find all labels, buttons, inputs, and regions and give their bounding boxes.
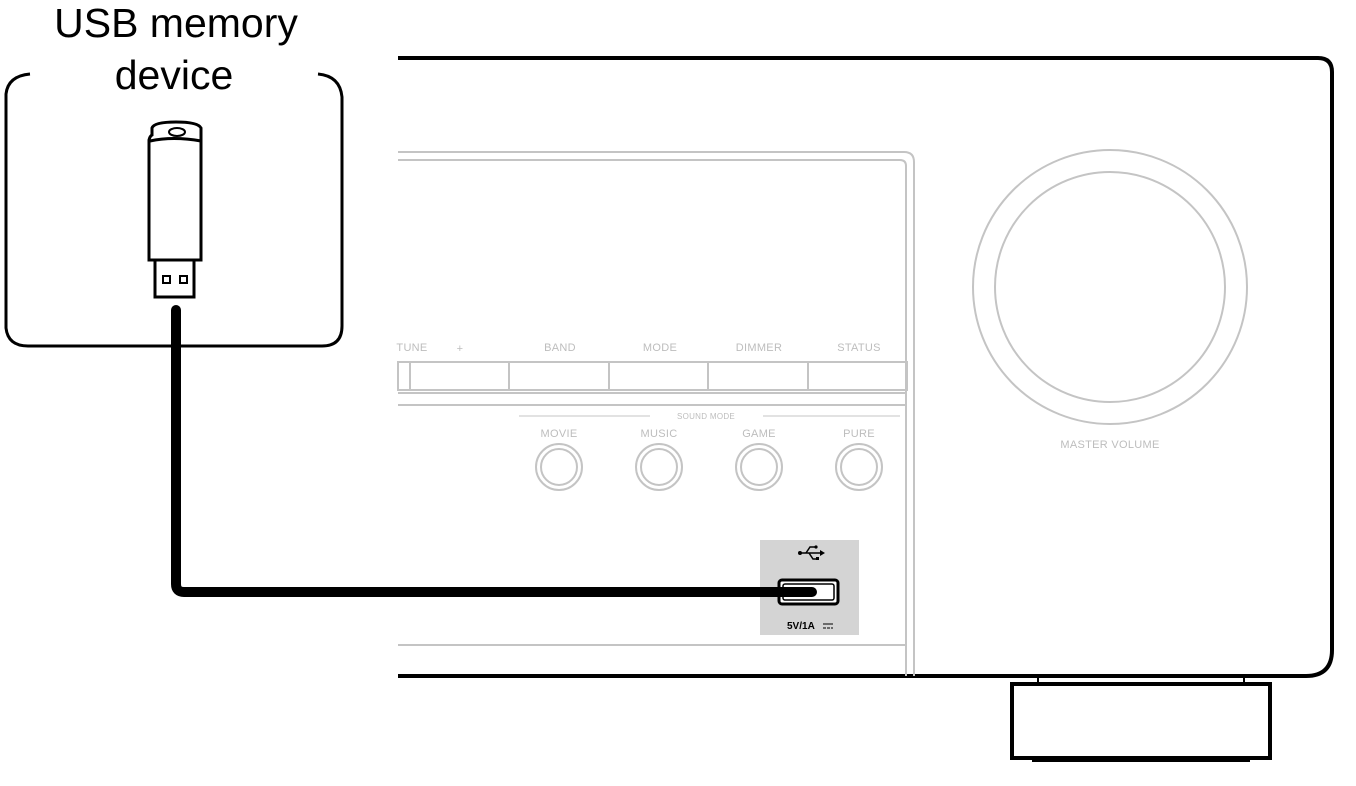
receiver-foot bbox=[1010, 676, 1272, 762]
game-button-label: GAME bbox=[742, 428, 776, 440]
game-button bbox=[735, 443, 783, 491]
music-button-label: MUSIC bbox=[641, 428, 678, 440]
dimmer-button-label: DIMMER bbox=[736, 342, 782, 354]
movie-button-label: MOVIE bbox=[541, 428, 578, 440]
usb-device-label-line1: USB memory bbox=[54, 0, 298, 46]
dimmer-button bbox=[707, 361, 809, 391]
usb-flash-drive-icon bbox=[147, 120, 203, 299]
movie-button bbox=[535, 443, 583, 491]
status-button-label: STATUS bbox=[837, 342, 881, 354]
tune-button-label: TUNE bbox=[396, 342, 427, 354]
status-button bbox=[807, 361, 908, 391]
sound-mode-label: SOUND MODE bbox=[677, 412, 735, 421]
top-button-row: TUNE + BAND MODE DIMMER STATUS bbox=[396, 342, 908, 391]
usb-device-label-line2: device bbox=[115, 52, 234, 98]
master-volume-label: MASTER VOLUME bbox=[1060, 439, 1159, 451]
tune-plus-label: + bbox=[457, 343, 464, 355]
pure-button bbox=[835, 443, 883, 491]
display-panel bbox=[398, 151, 915, 676]
usb-icon bbox=[798, 545, 825, 560]
av-receiver-front: TUNE + BAND MODE DIMMER STATUS SOUND MOD… bbox=[396, 56, 1334, 762]
tune-plus-button bbox=[409, 361, 510, 391]
mode-button bbox=[608, 361, 709, 391]
usb-cable bbox=[171, 305, 817, 597]
music-button bbox=[635, 443, 683, 491]
sound-mode-group: SOUND MODE MOVIE MUSIC GAME PURE bbox=[519, 412, 900, 491]
pure-button-label: PURE bbox=[843, 428, 875, 440]
band-button bbox=[508, 361, 610, 391]
mode-button-label: MODE bbox=[643, 342, 677, 354]
band-button-label: BAND bbox=[544, 342, 576, 354]
usb-port-rating: 5V/1A bbox=[787, 621, 815, 632]
master-volume-knob: MASTER VOLUME bbox=[972, 149, 1248, 451]
usb-device-callout: USB memory device bbox=[4, 0, 344, 348]
tune-minus-button bbox=[397, 361, 411, 391]
